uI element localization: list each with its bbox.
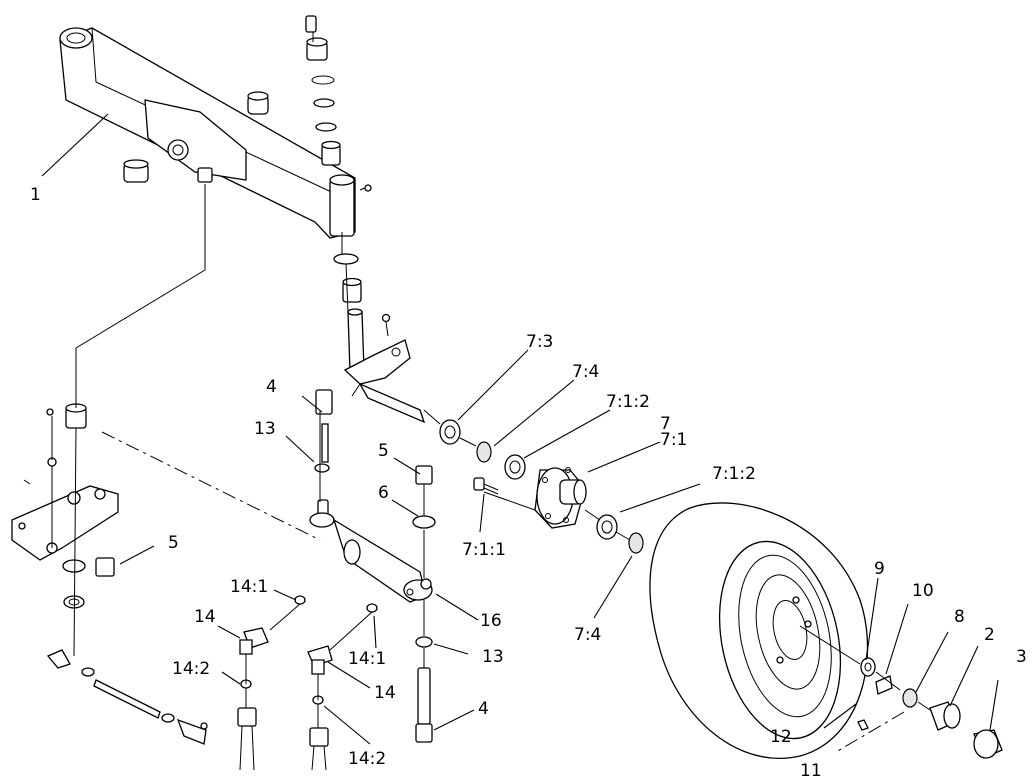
- beam-bushing-top: [247, 91, 269, 115]
- callout-1: 1: [30, 185, 41, 205]
- callout-9: 9: [874, 559, 885, 579]
- callout-2: 2: [984, 625, 995, 645]
- wheel-tire: [649, 502, 869, 759]
- callout-13-upper: 13: [254, 419, 276, 439]
- callout-11: 11: [800, 761, 822, 781]
- callout-7-1-2-upper: 7:1:2: [606, 392, 650, 412]
- callout-5-left: 5: [168, 533, 179, 553]
- callout-10: 10: [912, 581, 934, 601]
- callout-7-1: 7:1: [660, 430, 687, 450]
- callout-4-upper: 4: [266, 377, 277, 397]
- callout-14-1-right: 14:1: [348, 649, 386, 669]
- hydraulic-fittings: [237, 595, 378, 771]
- steering-cylinder: [309, 389, 436, 743]
- callout-8: 8: [954, 607, 965, 627]
- wheel-bolt: [473, 477, 499, 495]
- callout-7: 7: [660, 414, 671, 434]
- wheel-hardware: [857, 657, 1003, 759]
- steering-bracket: [11, 403, 119, 609]
- callout-5-right: 5: [378, 441, 389, 461]
- callout-12: 12: [770, 727, 792, 747]
- callout-7-3: 7:3: [526, 332, 553, 352]
- callout-labels: 1 7:3 7:4 7:1:2 7 7:1 7:1:2 7:1:1 7:4 4 …: [30, 185, 1027, 781]
- center-lines: [51, 32, 931, 753]
- callout-14-2-left: 14:2: [172, 659, 210, 679]
- callout-14-left: 14: [194, 607, 216, 627]
- callout-14-right: 14: [374, 683, 396, 703]
- callout-6: 6: [378, 483, 389, 503]
- callout-7-4-upper: 7:4: [572, 362, 599, 382]
- axle-beam: [59, 27, 356, 239]
- beam-bushing-left: [123, 159, 149, 183]
- callout-14-2-right: 14:2: [348, 749, 386, 769]
- callout-7-4-lower: 7:4: [574, 625, 601, 645]
- callout-7-1-1: 7:1:1: [462, 540, 506, 560]
- tie-rod: [46, 649, 208, 745]
- hub-assembly: [439, 419, 644, 554]
- leader-lines: [41, 113, 999, 745]
- callout-3: 3: [1016, 647, 1027, 667]
- callout-13-lower: 13: [482, 647, 504, 667]
- callout-7-1-2-lower: 7:1:2: [712, 464, 756, 484]
- callout-14-1-left: 14:1: [230, 577, 268, 597]
- callout-16: 16: [480, 611, 502, 631]
- callout-4-lower: 4: [478, 699, 489, 719]
